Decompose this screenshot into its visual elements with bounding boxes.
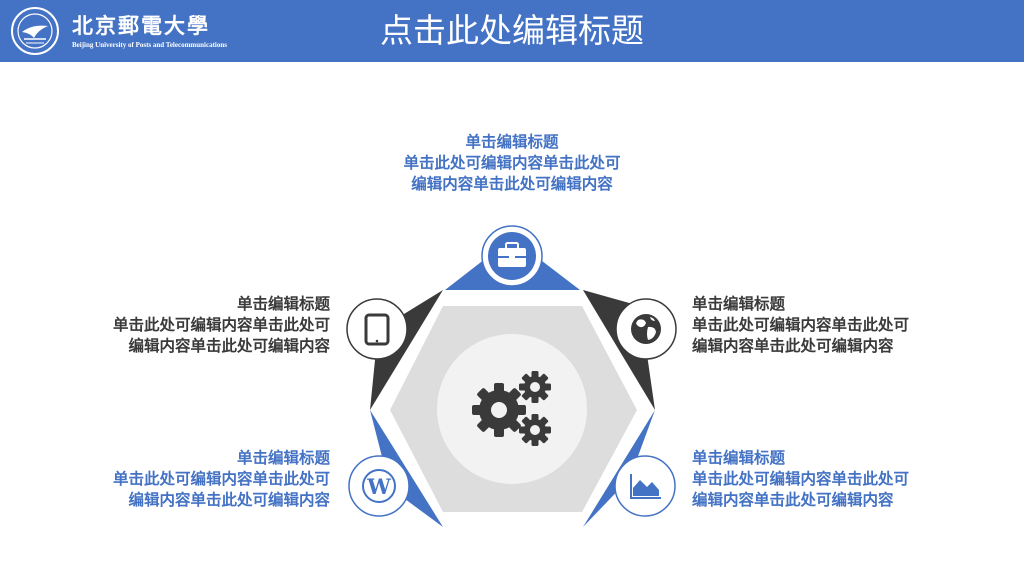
svg-text:W: W	[366, 474, 391, 499]
callout-title: 单击编辑标题	[236, 295, 330, 313]
callout-title: 单击编辑标题	[692, 449, 786, 467]
triangle-bottom-right	[583, 410, 655, 527]
triangle-bottom-left	[370, 410, 443, 527]
callout-bottom-left[interactable]: 单击编辑标题 单击此处可编辑内容单击此处可编辑内容单击此处可编辑内容	[100, 448, 330, 511]
callout-top[interactable]: 单击编辑标题 单击此处可编辑内容单击此处可编辑内容单击此处可编辑内容	[400, 132, 624, 195]
callout-body: 单击此处可编辑内容单击此处可编辑内容单击此处可编辑内容	[692, 470, 910, 509]
callout-title: 单击编辑标题	[236, 449, 330, 467]
callout-body: 单击此处可编辑内容单击此处可编辑内容单击此处可编辑内容	[112, 316, 330, 355]
node-left[interactable]	[346, 298, 408, 360]
logo-chinese-name: 北京郵電大學	[72, 13, 210, 38]
callout-bottom-right[interactable]: 单击编辑标题 单击此处可编辑内容单击此处可编辑内容单击此处可编辑内容	[692, 448, 922, 511]
node-bottom-right[interactable]	[614, 455, 676, 517]
university-logo: 北京郵電大學 Beijing University of Posts and T…	[10, 6, 227, 56]
callout-title: 单击编辑标题	[692, 295, 786, 313]
node-bottom-left[interactable]: W	[348, 455, 410, 517]
header-bar: 北京郵電大學 Beijing University of Posts and T…	[0, 0, 1024, 62]
logo-english-name: Beijing University of Posts and Telecomm…	[72, 41, 227, 49]
node-top[interactable]	[481, 225, 543, 287]
area-chart-icon	[630, 474, 661, 499]
triangle-left	[370, 290, 443, 410]
callout-title: 单击编辑标题	[465, 133, 559, 151]
callout-body: 单击此处可编辑内容单击此处可编辑内容单击此处可编辑内容	[403, 154, 621, 193]
callout-body: 单击此处可编辑内容单击此处可编辑内容单击此处可编辑内容	[112, 470, 330, 509]
callout-body: 单击此处可编辑内容单击此处可编辑内容单击此处可编辑内容	[692, 316, 910, 355]
globe-icon	[631, 314, 661, 344]
tablet-icon	[364, 313, 390, 346]
gears-icon	[472, 371, 551, 446]
briefcase-icon	[498, 242, 526, 267]
callout-left[interactable]: 单击编辑标题 单击此处可编辑内容单击此处可编辑内容单击此处可编辑内容	[100, 294, 330, 357]
university-seal-icon	[11, 7, 59, 55]
callout-right[interactable]: 单击编辑标题 单击此处可编辑内容单击此处可编辑内容单击此处可编辑内容	[692, 294, 922, 357]
wordpress-icon: W	[362, 469, 396, 503]
node-right[interactable]	[615, 298, 677, 360]
page-title[interactable]: 点击此处编辑标题	[380, 11, 644, 50]
